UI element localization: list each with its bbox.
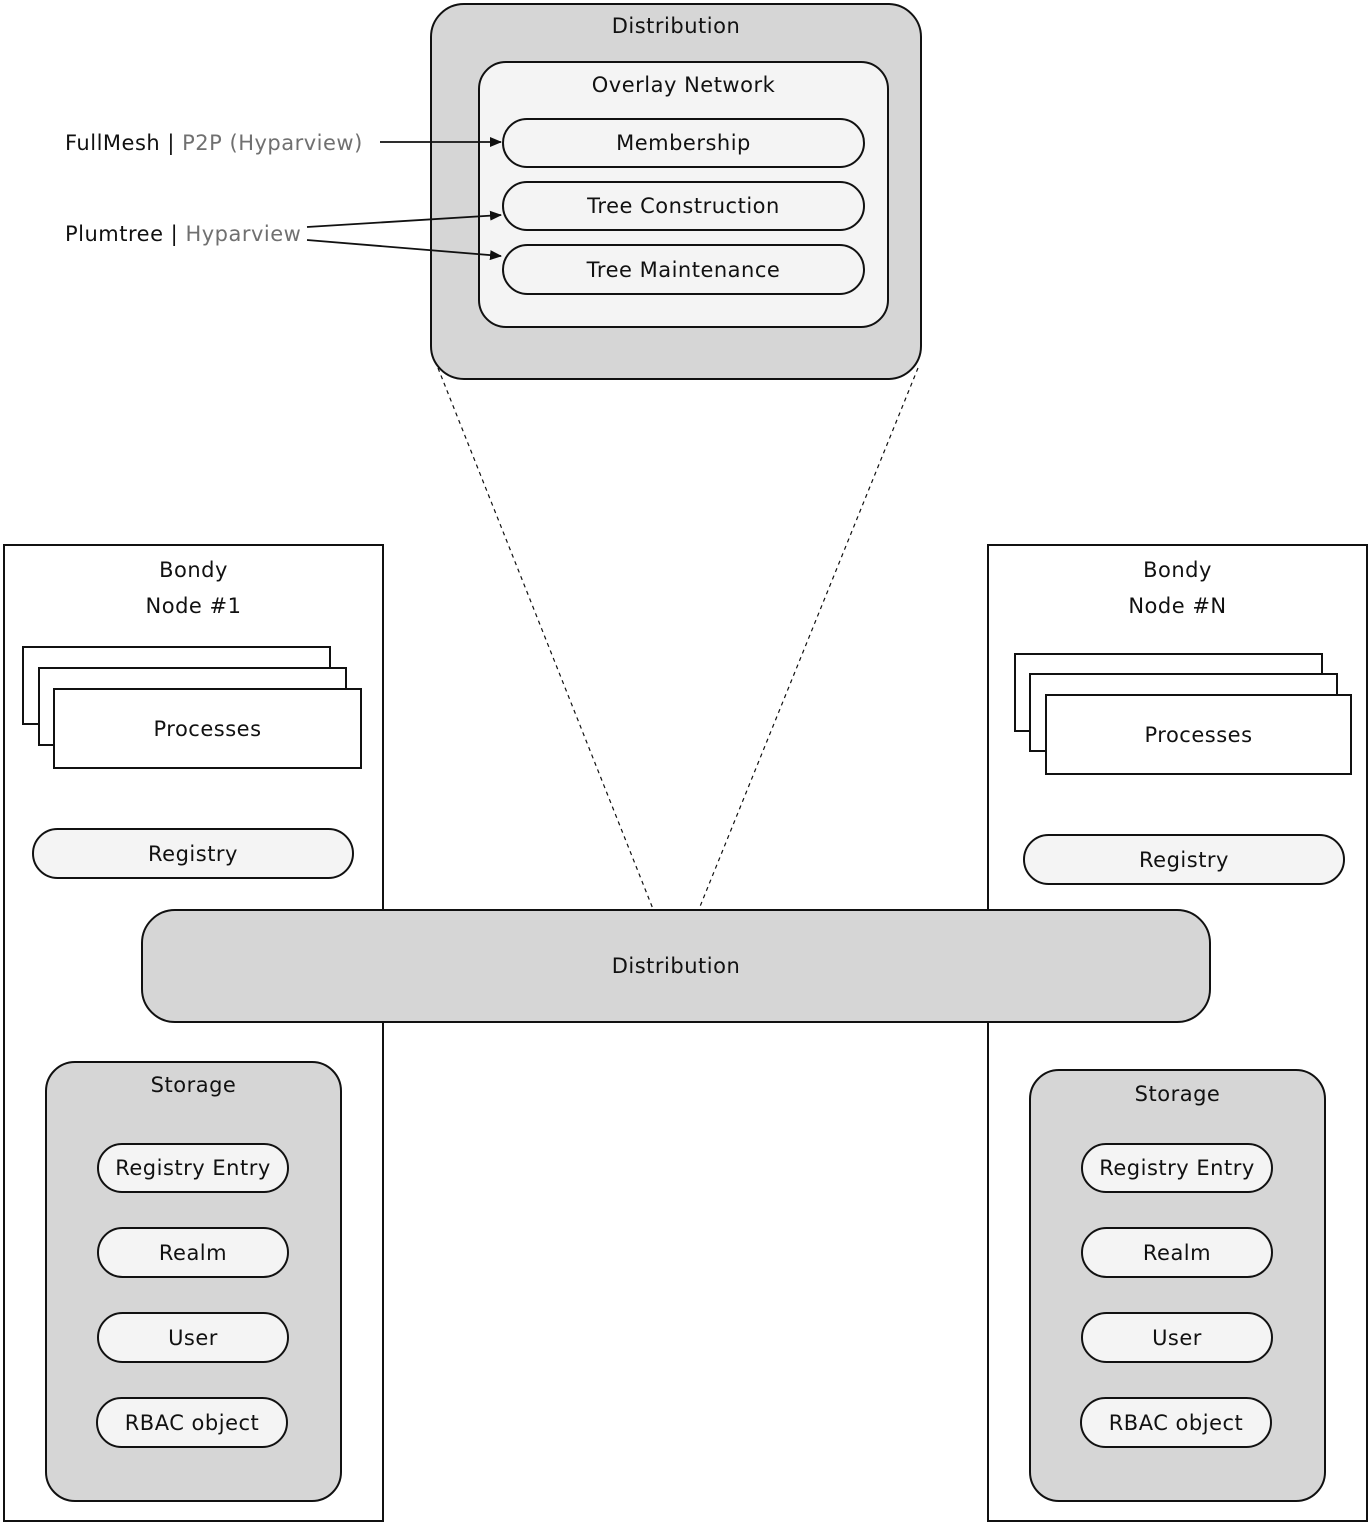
nodeN-realm-pill: Realm [1081,1227,1273,1278]
plumtree-label: Plumtree | [65,222,179,246]
tree-maintenance-pill: Tree Maintenance [502,244,865,295]
nodeN-storage-title: Storage [1134,1082,1221,1106]
membership-pill: Membership [502,118,865,168]
node1-title-line2: Node #1 [145,594,242,618]
zoom-dashed-line-left [437,367,654,910]
node1-processes-box: Processes [53,688,362,769]
zoom-dashed-line-right [698,367,919,910]
node1-title-line1: Bondy [159,558,228,582]
nodeN-registry-entry-pill: Registry Entry [1081,1143,1273,1193]
nodeN-rbac-object-pill: RBAC object [1080,1397,1272,1448]
node1-registry-pill: Registry [32,828,354,879]
fullmesh-label: FullMesh | [65,131,175,155]
node1-registry-entry-pill: Registry Entry [97,1143,289,1193]
nodeN-registry-pill: Registry [1023,834,1345,885]
distribution-detail-title: Distribution [611,14,741,38]
node1-rbac-object-pill: RBAC object [96,1397,288,1448]
p2p-hyparview-label: P2P (Hyparview) [182,131,363,155]
overlay-network-title: Overlay Network [591,73,776,97]
hyparview-label: Hyparview [185,222,302,246]
node1-storage-title: Storage [150,1073,237,1097]
nodeN-user-pill: User [1081,1312,1273,1363]
distribution-bar: Distribution [141,909,1211,1023]
nodeN-processes-box: Processes [1045,694,1352,775]
nodeN-title-line1: Bondy [1143,558,1212,582]
node1-realm-pill: Realm [97,1227,289,1278]
tree-construction-pill: Tree Construction [502,181,865,231]
plumtree-annotation: Plumtree | Hyparview [65,219,301,249]
fullmesh-annotation: FullMesh | P2P (Hyparview) [65,128,363,158]
node1-user-pill: User [97,1312,289,1363]
nodeN-title-line2: Node #N [1128,594,1227,618]
